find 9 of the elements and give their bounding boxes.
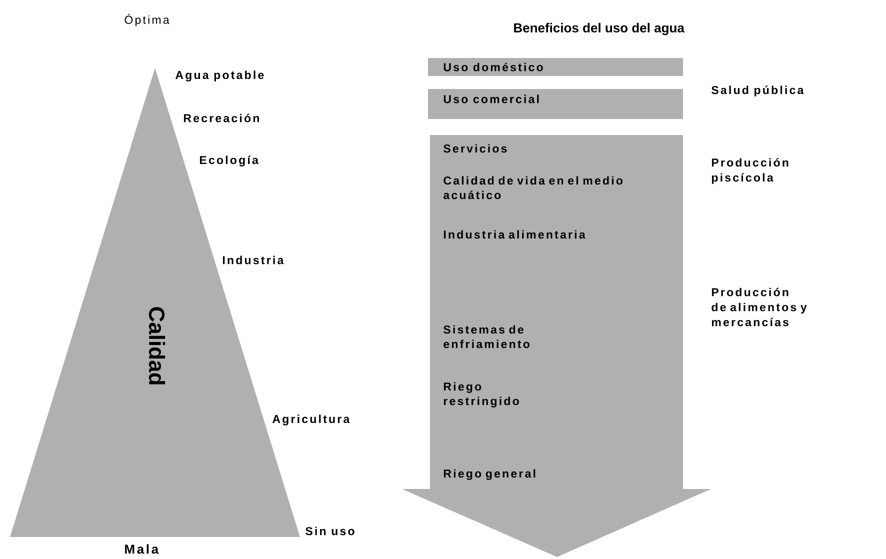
use-bar: Uso comercial xyxy=(428,89,683,119)
benefit-label: Salud pública xyxy=(712,86,804,96)
use-label: Agua potable xyxy=(176,70,264,82)
use-label: Industria xyxy=(222,256,284,264)
scale-label: Óptima xyxy=(124,14,170,26)
title: Beneficios del uso del agua xyxy=(514,22,684,36)
use-bar: Uso doméstico xyxy=(428,58,683,76)
use-label: Ecología xyxy=(200,156,258,166)
use-label: Recreación xyxy=(184,114,259,122)
